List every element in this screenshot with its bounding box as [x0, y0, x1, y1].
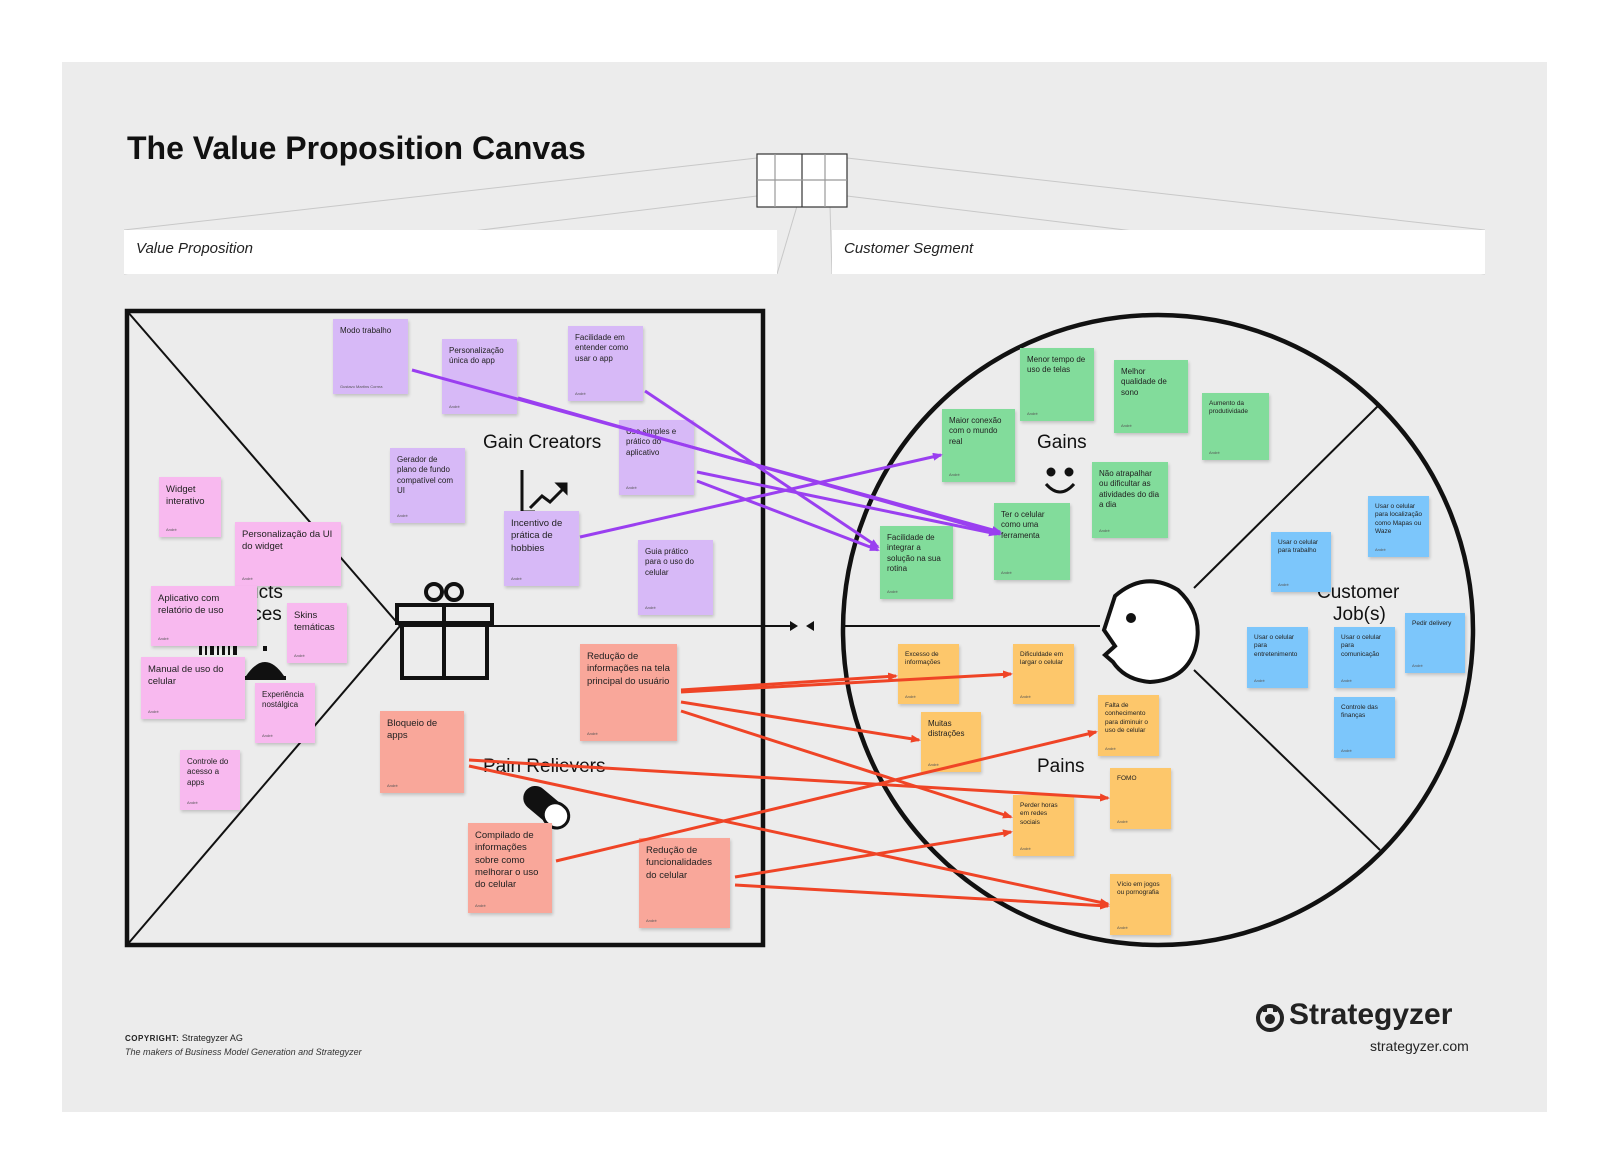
customer-face-icon — [1101, 579, 1200, 685]
growth-chart-icon — [520, 470, 568, 514]
gain-creators-label: Gain Creators — [483, 432, 602, 453]
customer-segment-tab: Customer Segment — [832, 230, 1485, 274]
gains-label: Gains — [1037, 432, 1087, 453]
customer-jobs-label-2: Job(s) — [1333, 604, 1386, 625]
brand-url[interactable]: strategyzer.com — [1370, 1038, 1469, 1054]
gift-icon — [395, 582, 494, 680]
mini-canvas-icon — [756, 153, 848, 208]
strategyzer-logo-icon — [1256, 1004, 1284, 1032]
sticky-note[interactable]: Não atrapalhar ou dificultar as atividad… — [1092, 462, 1168, 538]
brand-name: Strategyzer — [1289, 998, 1453, 1031]
fit-arrows — [790, 621, 814, 631]
sticky-note[interactable]: Redução de informações na tela principal… — [580, 644, 677, 741]
sticky-note[interactable]: Facilidade de integrar a solução na sua … — [880, 526, 953, 599]
makers-line: The makers of Business Model Generation … — [125, 1047, 362, 1057]
pain-relievers-label: Pain Relievers — [483, 756, 606, 777]
pains-label: Pains — [1037, 756, 1085, 777]
sticky-note[interactable]: Gerador de plano de fundo compatível com… — [390, 448, 465, 523]
circle-divider-bottom — [1193, 669, 1381, 851]
sticky-note[interactable]: Usar o celular para localização como Map… — [1368, 496, 1429, 557]
page-title: The Value Proposition Canvas — [127, 130, 586, 166]
sticky-note[interactable]: Compilado de informações sobre como melh… — [468, 823, 552, 913]
square-diagonal-top — [126, 310, 401, 627]
smiley-icon — [1044, 467, 1076, 494]
value-map-square — [124, 308, 766, 948]
sticky-note[interactable]: Falta de conhecimento para diminuir o us… — [1098, 695, 1159, 756]
value-proposition-tab: Value Proposition — [124, 230, 777, 274]
customer-jobs-label-1: Customer — [1317, 582, 1400, 603]
customer-profile-circle — [840, 312, 1476, 948]
square-diagonal-bottom — [126, 625, 401, 946]
service-bell-icon — [244, 646, 286, 680]
barcode-icon — [199, 645, 237, 655]
circle-divider-top — [1193, 403, 1381, 589]
copyright-line: COPYRIGHT: Strategyzer AG — [125, 1033, 243, 1043]
